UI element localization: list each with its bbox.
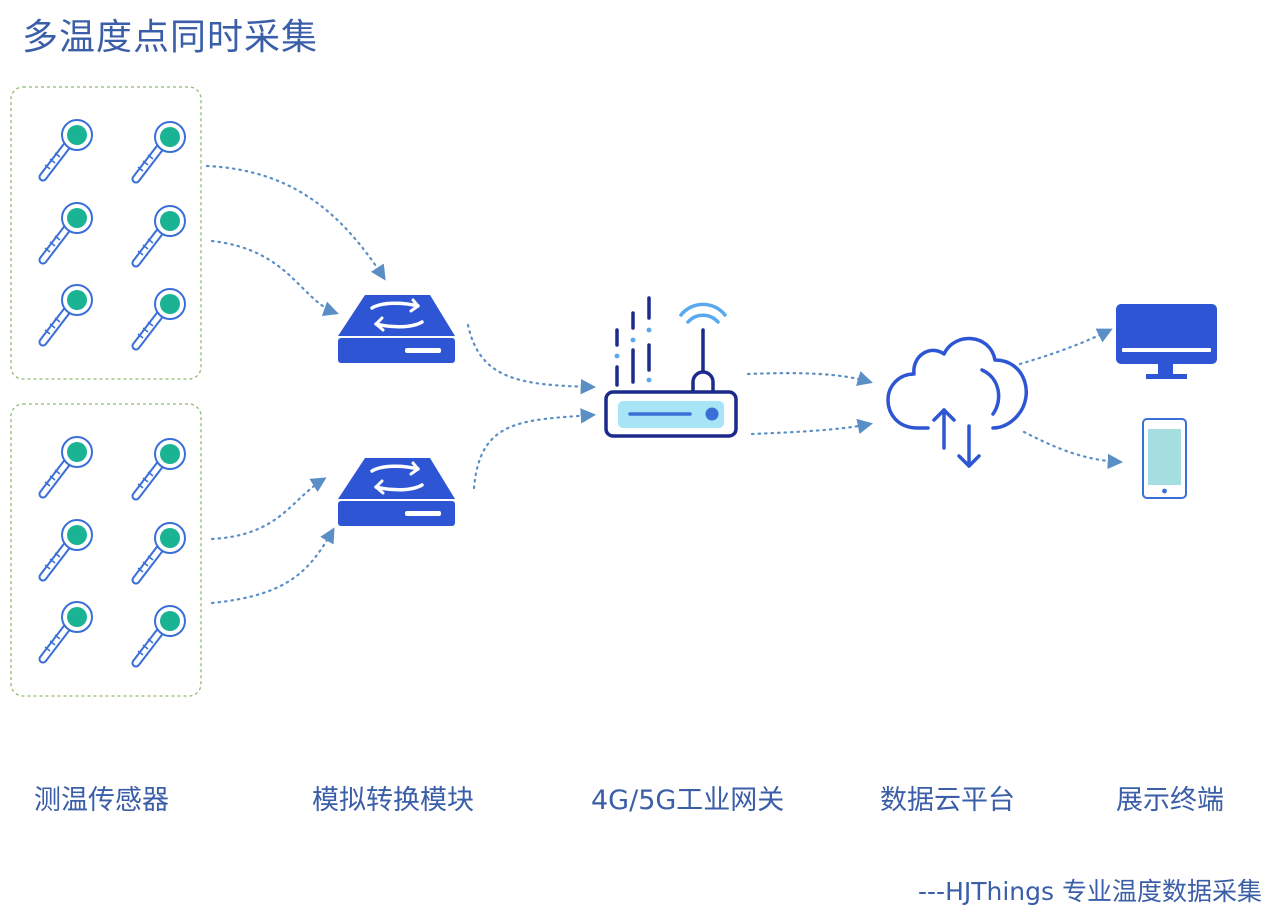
- connector: [210, 527, 335, 605]
- connector: [750, 418, 874, 436]
- connector: [472, 408, 597, 490]
- connector: [205, 164, 386, 281]
- stage-label-cloud: 数据云平台: [880, 785, 1015, 816]
- monitor-icon: [1116, 304, 1217, 379]
- thermometer-icon: [136, 122, 185, 179]
- sensor-group-top: [10, 86, 202, 380]
- thermometer-icon: [136, 606, 185, 663]
- stage-label-terminal: 展示终端: [1116, 785, 1224, 816]
- connector: [210, 477, 327, 541]
- thermometer-icon: [136, 523, 185, 580]
- thermometer-icon: [43, 120, 92, 177]
- thermometer-icon: [43, 520, 92, 577]
- stage-label-gateway: 4G/5G工业网关: [591, 785, 785, 816]
- cloud-sync-icon: [886, 336, 1028, 468]
- thermometer-icon: [136, 289, 185, 346]
- stage-label-module: 模拟转换模块: [312, 785, 474, 816]
- thermometer-icon: [43, 203, 92, 260]
- sensor-group-bottom: [10, 403, 202, 697]
- connector: [466, 323, 597, 395]
- connector: [210, 239, 339, 317]
- connector: [746, 371, 873, 386]
- footer-credit: ---HJThings 专业温度数据采集: [918, 877, 1262, 906]
- stage-label-sensor: 测温传感器: [34, 785, 169, 816]
- connector: [1018, 328, 1113, 366]
- page-title: 多温度点同时采集: [22, 17, 319, 58]
- converter-icon: [338, 295, 455, 363]
- thermometer-icon: [43, 437, 92, 494]
- thermometer-icon: [136, 439, 185, 496]
- connector: [1022, 430, 1124, 470]
- thermometer-icon: [43, 285, 92, 342]
- converter-icon: [338, 458, 455, 526]
- thermometer-icon: [136, 206, 185, 263]
- phone-icon: [1142, 418, 1187, 499]
- thermometer-icon: [43, 602, 92, 659]
- router-icon: [604, 296, 738, 438]
